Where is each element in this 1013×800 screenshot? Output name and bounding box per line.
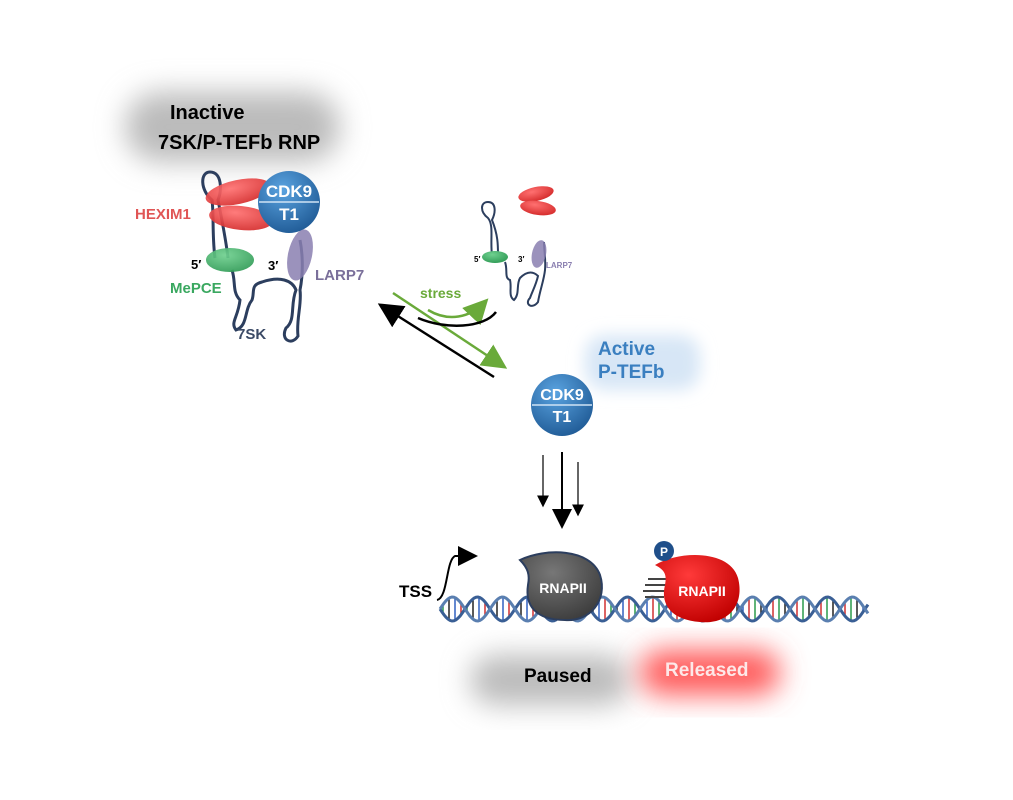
larp7-small-label: LARP7 — [546, 261, 573, 270]
t1-label: T1 — [279, 205, 299, 224]
released-label: Released — [665, 660, 748, 681]
active-cdk9-label: CDK9 — [540, 387, 584, 404]
phosphate-label: P — [660, 545, 668, 559]
dna-strand — [438, 595, 870, 623]
equilibrium-arrows: stress — [377, 285, 508, 379]
paused-rnapii-label: RNAPII — [539, 580, 586, 596]
paused-label: Paused — [524, 666, 592, 687]
reverse-curve — [417, 311, 497, 327]
inactive-subtitle: 7SK/P-TEFb RNP — [158, 132, 320, 154]
title-glow — [125, 92, 340, 162]
gene-region: TSS RNAPII RNAPII P Paused Released — [399, 541, 870, 705]
released-glow — [640, 650, 780, 695]
active-title: Active — [598, 339, 655, 360]
hexim1-lower — [209, 205, 273, 231]
reverse-arrow — [377, 303, 495, 379]
stress-curve-arrow — [427, 298, 489, 326]
active-subtitle: P-TEFb — [598, 362, 665, 383]
released-7sk-snrnp: 5′ 3′ LARP7 — [474, 186, 573, 307]
inactive-complex: Inactive 7SK/P-TEFb RNP CDK9 T1 HEXIM1 5… — [125, 92, 364, 343]
five-prime-small: 5′ — [474, 255, 480, 264]
hexim1-upper — [205, 178, 271, 206]
active-t1-label: T1 — [553, 409, 572, 426]
hexim1-label: HEXIM1 — [135, 206, 191, 223]
active-glow — [585, 335, 700, 390]
phosphate-badge — [654, 541, 674, 561]
active-ptefb: Active P-TEFb CDK9 T1 — [531, 335, 700, 529]
motion-lines — [643, 578, 668, 598]
larp7-label: LARP7 — [315, 267, 364, 284]
stress-arrow-forward — [392, 291, 508, 369]
paused-rnapii — [518, 551, 603, 622]
dna-strand — [438, 595, 870, 623]
released-rnapii-label: RNAPII — [678, 583, 725, 599]
7sk-rna-small — [481, 200, 547, 307]
larp7-protein — [287, 229, 313, 281]
7sk-label: 7SK — [237, 326, 266, 343]
three-prime-label: 3′ — [268, 258, 278, 273]
inactive-title: Inactive — [170, 102, 244, 124]
mepce-label: MePCE — [170, 280, 222, 297]
stress-label: stress — [420, 285, 461, 301]
paused-glow — [470, 655, 630, 705]
three-prime-small: 3′ — [518, 255, 524, 264]
larp7-small — [531, 240, 547, 268]
tss-arrow — [436, 546, 478, 601]
mepce-protein — [206, 248, 254, 272]
hexim1-released-lower — [520, 200, 556, 216]
tss-label: TSS — [399, 582, 432, 601]
mepce-small — [482, 251, 508, 263]
released-rnapii — [655, 555, 740, 623]
hexim1-released-upper — [518, 186, 554, 202]
dna-helix — [438, 595, 870, 623]
cdk9-label: CDK9 — [266, 182, 312, 201]
five-prime-label: 5′ — [191, 257, 201, 272]
